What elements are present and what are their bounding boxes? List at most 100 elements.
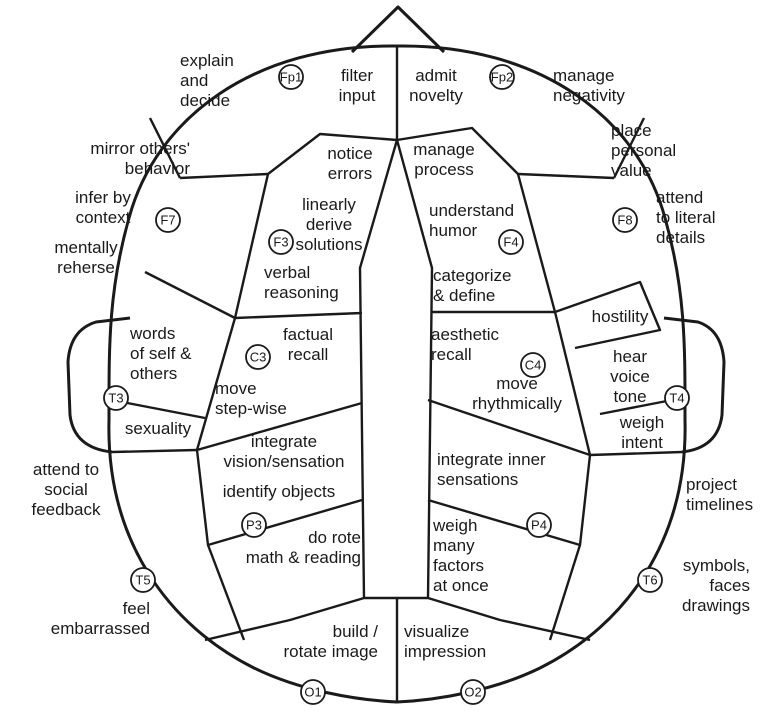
electrode-f3: F3 (268, 229, 294, 255)
label-line: feedback (32, 500, 101, 519)
label-categorize-define: categorize& define (433, 266, 511, 305)
label-line: and (180, 71, 208, 90)
electrode-f4: F4 (498, 229, 524, 255)
right-p4-top (427, 498, 581, 547)
electrode-label: T5 (135, 573, 150, 588)
label-line: recall (288, 345, 329, 364)
electrode-ring (664, 385, 690, 411)
label-build-rotate-image: build /rotate image (284, 622, 379, 661)
left-c3-bottom (196, 401, 363, 452)
electrode-f8: F8 (612, 207, 638, 233)
label-line: integrate (251, 432, 317, 451)
label-line: move (215, 379, 257, 398)
label-line: build / (333, 622, 379, 641)
left-temporal-upper (144, 270, 236, 320)
label-line: value (611, 161, 652, 180)
label-line: errors (328, 164, 372, 183)
label-line: sexuality (125, 419, 192, 438)
right-frontal-upper (612, 117, 646, 179)
electrode-label: P3 (246, 518, 262, 533)
label-line: manage (413, 140, 474, 159)
label-line: understand (429, 201, 514, 220)
label-line: faces (709, 576, 750, 595)
label-line: feel (123, 599, 150, 618)
electrode-label: Fp2 (491, 70, 513, 85)
left-notice-errors-box (267, 132, 398, 175)
label-line: categorize (433, 266, 511, 285)
label-line: mentally (54, 238, 118, 257)
label-line: attend (656, 188, 703, 207)
electrode-ring (130, 567, 156, 593)
right-manage-process-box (396, 126, 519, 175)
nose-outline (350, 5, 446, 54)
central-wedge-right (395, 139, 434, 600)
electrode-ring (300, 679, 326, 705)
electrode-ring (245, 344, 271, 370)
label-sexuality: sexuality (125, 419, 192, 438)
electrode-t5: T5 (130, 567, 156, 593)
electrode-ring (103, 385, 129, 411)
label-line: personal (611, 141, 676, 160)
label-line: impression (404, 642, 486, 661)
label-line: solutions (295, 235, 362, 254)
electrode-ring (489, 64, 515, 90)
electrode-label: F8 (617, 213, 632, 228)
label-line: verbal (264, 263, 310, 282)
left-f3-left (233, 173, 270, 319)
right-frontal-boundary (517, 172, 615, 180)
label-line: behavior (125, 159, 191, 178)
label-line: project (686, 475, 737, 494)
electrode-ring (520, 352, 546, 378)
label-line: symbols, (683, 556, 750, 575)
left-sexuality-top (121, 400, 206, 420)
electrode-p3: P3 (241, 512, 267, 538)
electrode-ring (498, 229, 524, 255)
electrode-ring (526, 512, 552, 538)
label-line: explain (180, 51, 234, 70)
label-line: details (656, 228, 705, 247)
right-hostility-box (554, 280, 662, 350)
central-wedge-left (358, 139, 399, 600)
electrode-c3: C3 (245, 344, 271, 370)
label-line: social (44, 480, 87, 499)
left-parietal-top (111, 448, 198, 454)
label-line: intent (621, 433, 663, 452)
electrode-o1: O1 (300, 679, 326, 705)
label-hostility: hostility (592, 307, 649, 326)
label-line: humor (429, 221, 478, 240)
label-line: embarrassed (51, 619, 150, 638)
label-line: decide (180, 91, 230, 110)
electrode-label: T6 (642, 573, 657, 588)
label-line: others (130, 364, 177, 383)
label-line: context (76, 208, 131, 227)
label-line: filter (341, 66, 373, 85)
electrode-p4: P4 (526, 512, 552, 538)
label-line: drawings (682, 596, 750, 615)
label-line: voice (610, 367, 650, 386)
label-mirror-others-behavior: mirror others'behavior (90, 139, 190, 178)
label-line: vision/sensation (224, 452, 345, 471)
right-c4-right (553, 311, 592, 456)
right-c4-bottom (427, 398, 591, 457)
electrode-ring (460, 679, 486, 705)
label-line: to literal (656, 208, 716, 227)
label-line: mirror others' (90, 139, 190, 158)
label-line: move (496, 374, 538, 393)
electrode-label: T4 (669, 391, 684, 406)
